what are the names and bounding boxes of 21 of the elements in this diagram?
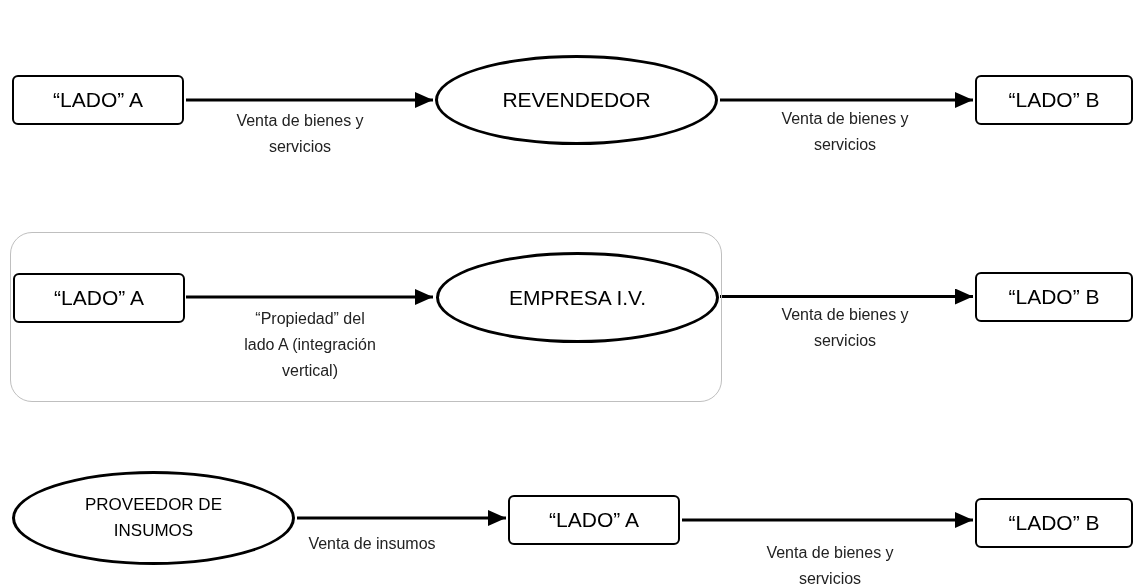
arrow: [720, 92, 973, 108]
process-box: [12, 75, 184, 125]
arrow: [720, 288, 973, 305]
arrow: [186, 289, 433, 305]
process-box: [508, 495, 680, 545]
node-label: “LADO” B: [1008, 284, 1100, 311]
arrow: [297, 510, 506, 526]
node-label: “LADO” B: [1008, 87, 1100, 114]
node-label: “LADO” A: [54, 285, 144, 312]
node-label: “LADO” B: [1008, 510, 1100, 537]
process-box: [975, 272, 1133, 322]
node-label: “LADO” A: [53, 87, 143, 114]
arrow: [682, 512, 973, 528]
node-label: EMPRESA I.V.: [509, 284, 646, 311]
process-box: [975, 498, 1133, 548]
arrow: [186, 92, 433, 108]
process-box: [975, 75, 1133, 125]
process-box: [13, 273, 185, 323]
node-label: PROVEEDOR DE INSUMOS: [84, 494, 223, 542]
node-label: “LADO” A: [549, 507, 639, 534]
node-label: REVENDEDOR: [502, 87, 651, 114]
